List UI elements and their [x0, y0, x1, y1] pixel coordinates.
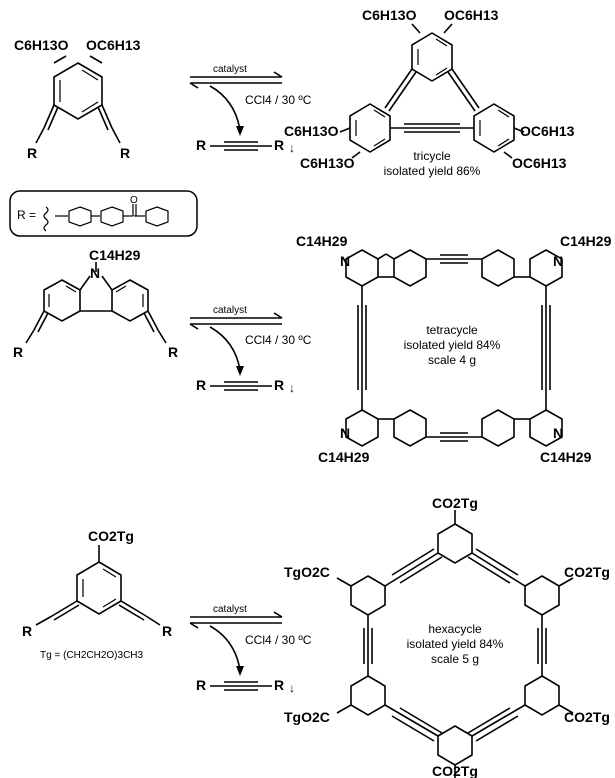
tetracycle-substituent-top-right: C14H29 [560, 233, 612, 249]
reaction3-equilibrium-arrow [189, 611, 283, 676]
tricycle-substituent-bottom-left: C6H13O [300, 155, 355, 171]
tricycle-substituent-top-left: C6H13O [362, 7, 417, 23]
reaction2-conditions: CCl4 / 30 ºC [245, 333, 312, 347]
hexacycle-name: hexacycle [428, 622, 482, 636]
reaction3-reactant-substituent: CO2Tg [88, 528, 134, 544]
tetracycle-nitrogen-bottom-left: N [340, 425, 350, 441]
reaction2-reactant-r-right: R [168, 344, 178, 360]
tetracycle-substituent-bottom-right: C14H29 [540, 449, 592, 465]
reaction1-reactant-r-left: R [27, 145, 37, 161]
reaction3-catalyst-label: catalyst [213, 604, 247, 615]
tricycle-substituent-mid-right: OC6H13 [520, 123, 575, 139]
reaction1-precipitate-arrow: ↓ [289, 141, 295, 155]
tetracycle-yield: isolated yield 84% [404, 338, 501, 352]
reaction-1: C6H13O OC6H13 R R catalyst CCl4 / 30 ºC … [14, 7, 575, 178]
reaction2-reactant-r-left: R [13, 344, 23, 360]
reaction1-equilibrium-arrow [189, 71, 283, 136]
reaction3-reactant-r-left: R [22, 623, 32, 639]
hexacycle-substituent-top: CO2Tg [432, 495, 478, 511]
reaction1-catalyst-label: catalyst [213, 64, 247, 75]
hexacycle-structure [336, 510, 574, 778]
reaction2-catalyst-label: catalyst [213, 305, 247, 316]
hexacycle-substituent-lower-right: CO2Tg [564, 709, 610, 725]
tg-definition: Tg = (CH2CH2O)3CH3 [40, 650, 144, 661]
hexacycle-substituent-bottom: CO2Tg [432, 763, 478, 778]
r-definition-carbonyl-oxygen: O [130, 195, 138, 206]
tetracycle-nitrogen-top-left: N [340, 253, 350, 269]
reaction2-reactant-nitrogen: N [90, 265, 100, 281]
hexacycle-yield: isolated yield 84% [407, 637, 504, 651]
reaction1-byproduct-r2: R [274, 137, 284, 153]
tricycle-substituent-bottom-right: OC6H13 [512, 155, 567, 171]
tetracycle-nitrogen-bottom-right: N [553, 425, 563, 441]
reaction3-reactant [35, 545, 161, 626]
tricycle-structure [339, 23, 525, 159]
reaction1-reactant [35, 55, 121, 144]
tetracycle-substituent-top-left: C14H29 [296, 233, 348, 249]
tetracycle-nitrogen-top-right: N [553, 253, 563, 269]
reaction1-reactant-substituent-left: C6H13O [14, 37, 69, 53]
tricycle-substituent-top-right: OC6H13 [444, 7, 499, 23]
reaction2-byproduct-r1: R [196, 377, 206, 393]
reaction1-reactant-substituent-right: OC6H13 [86, 37, 141, 53]
reaction2-precipitate-arrow: ↓ [289, 381, 295, 395]
tetracycle-substituent-bottom-left: C14H29 [318, 449, 370, 465]
reaction3-precipitate-arrow: ↓ [289, 681, 295, 695]
reaction3-reactant-r-right: R [162, 623, 172, 639]
reaction3-byproduct-r1: R [196, 677, 206, 693]
hexacycle-substituent-upper-left: TgO2C [284, 564, 330, 580]
reaction2-equilibrium-arrow [189, 312, 283, 376]
hexacycle-substituent-upper-right: CO2Tg [564, 564, 610, 580]
reaction1-byproduct-r1: R [196, 137, 206, 153]
r-group-definition: R = O [9, 190, 198, 237]
reaction-2: N C14H29 R R catalyst CCl4 / 30 ºC R R ↓ [13, 233, 612, 465]
tricycle-yield: isolated yield 86% [384, 164, 481, 178]
tetracycle-name: tetracycle [426, 323, 478, 337]
reaction2-reactant-n-substituent: C14H29 [89, 247, 141, 263]
tetracycle-scale: scale 4 g [428, 353, 476, 367]
reaction-3: CO2Tg R R Tg = (CH2CH2O)3CH3 catalyst CC… [22, 495, 610, 778]
reaction2-reactant-carbazole [25, 262, 167, 344]
hexacycle-substituent-lower-left: TgO2C [284, 709, 330, 725]
tetracycle-structure [345, 249, 563, 447]
hexacycle-scale: scale 5 g [431, 652, 479, 666]
reaction3-byproduct-r2: R [274, 677, 284, 693]
r-definition-prefix: R = [17, 208, 36, 222]
reaction1-conditions: CCl4 / 30 ºC [245, 93, 312, 107]
reaction2-byproduct-r2: R [274, 377, 284, 393]
reaction1-reactant-r-right: R [120, 145, 130, 161]
reaction3-conditions: CCl4 / 30 ºC [245, 633, 312, 647]
tricycle-name: tricycle [413, 149, 451, 163]
tricycle-substituent-mid-left: C6H13O [284, 123, 339, 139]
